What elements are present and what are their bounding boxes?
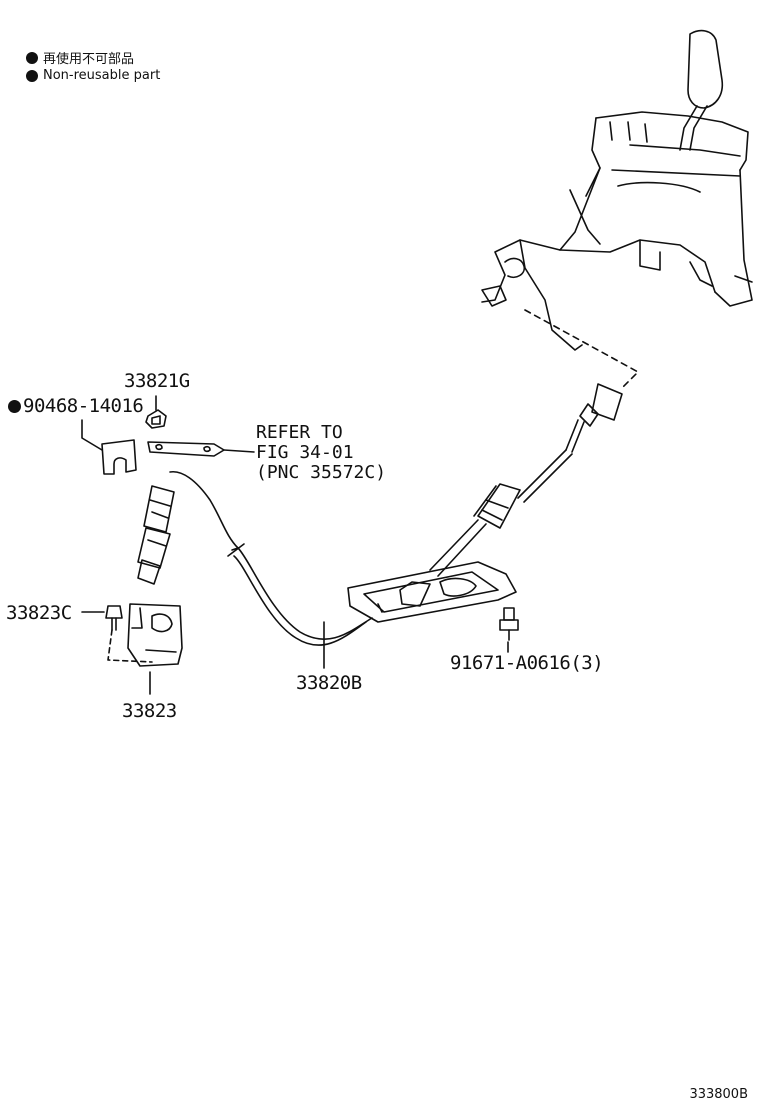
legend-item-jp: 再使用不可部品 [26, 48, 134, 67]
legend-label-jp: 再使用不可部品 [43, 52, 135, 67]
part-label-bracket-bolt[interactable]: 33823C [6, 602, 72, 624]
bracket-bolt [81, 605, 153, 663]
part-label-cable-bracket[interactable]: 33823 [122, 700, 177, 722]
retainer-clip-number: 90468-14016 [23, 395, 144, 417]
shift-cable [169, 471, 373, 646]
part-label-knob-nut[interactable]: 33821G [124, 370, 190, 392]
non-reusable-icon [8, 400, 21, 413]
part-label-shift-cable[interactable]: 33820B [296, 672, 362, 694]
filled-circle-icon [26, 69, 38, 82]
cable-lower-end [137, 485, 175, 585]
leader-lines [155, 395, 509, 669]
legend-item-en: Non-reusable part [26, 68, 160, 83]
base-plate [347, 561, 517, 623]
part-label-plate-bolt[interactable]: 91671-A0616(3) [450, 652, 604, 674]
plate-bolt [499, 607, 519, 641]
reference-line-3: (PNC 35572C) [256, 462, 387, 483]
reference-line-1: REFER TO [256, 422, 343, 443]
shift-lever-assembly [481, 29, 753, 351]
lever-arm [147, 441, 255, 457]
illustration-id: 333800B [689, 1087, 748, 1102]
knob-nut [145, 409, 167, 429]
cable-adjuster [429, 449, 573, 577]
legend-label-en: Non-reusable part [43, 68, 161, 83]
connection-dashed-line [524, 309, 639, 389]
cable-end-fitting [565, 383, 623, 453]
cable-bracket [127, 603, 183, 695]
retainer-clip [81, 419, 137, 475]
part-label-retainer-clip[interactable]: 90468-14016 [8, 395, 144, 417]
reference-line-2[interactable]: FIG 34-01 [256, 442, 354, 463]
filled-circle-icon [26, 51, 38, 64]
